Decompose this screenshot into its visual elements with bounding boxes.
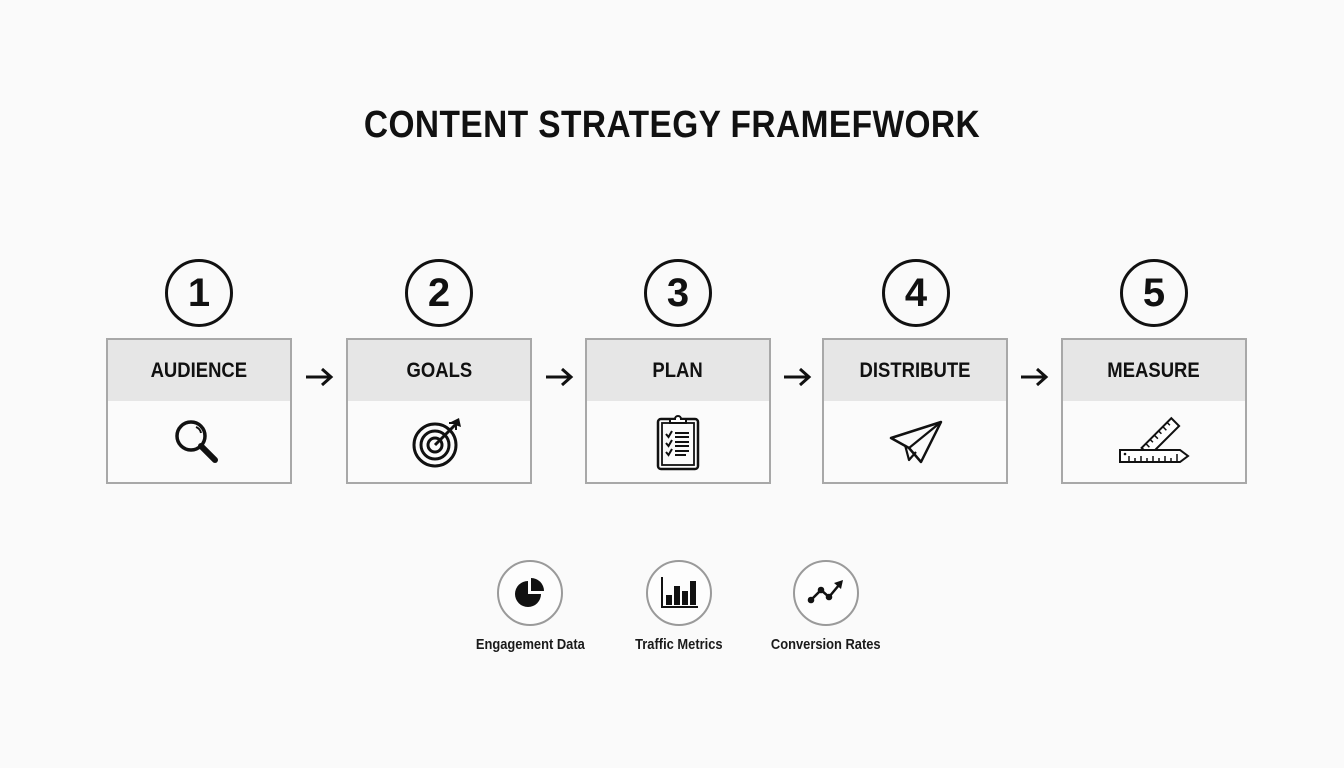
step-number-3: 3 [644, 259, 712, 327]
metric-label: Conversion Rates [771, 636, 881, 653]
step-number-5: 5 [1120, 259, 1188, 327]
metric-icon-circle [793, 560, 859, 626]
metric-label: Traffic Metrics [635, 636, 723, 653]
step-number-text: 1 [187, 270, 211, 315]
step-label: AUDIENCE [150, 358, 248, 382]
clipboard-checklist-icon [656, 414, 700, 470]
step-icon-area [824, 401, 1006, 482]
step-header: PLAN [587, 340, 769, 401]
target-icon [412, 417, 461, 467]
page-title: CONTENT STRATEGY FRAMEFWORK [363, 104, 981, 146]
metric-traffic-metrics: Traffic Metrics [599, 560, 759, 653]
step-box-distribute: DISTRIBUTE [822, 338, 1008, 484]
metric-label: Engagement Data [475, 636, 585, 653]
arrow-right-icon [543, 364, 575, 390]
line-trend-icon [807, 580, 843, 604]
pie-chart-icon [515, 578, 544, 607]
metric-engagement-data: Engagement Data [450, 560, 610, 653]
step-box-audience: AUDIENCE [106, 338, 292, 484]
arrow-right-icon [1018, 364, 1050, 390]
paper-plane-icon [889, 420, 943, 463]
arrow-right-icon [303, 364, 335, 390]
step-icon-area [1063, 401, 1245, 482]
step-label: PLAN [652, 358, 704, 382]
metric-conversion-rates: Conversion Rates [746, 560, 906, 653]
ruler-icon [1119, 416, 1190, 463]
step-box-goals: GOALS [346, 338, 532, 484]
step-box-measure: MEASURE [1061, 338, 1247, 484]
step-icon-area [108, 401, 290, 482]
arrow-right-icon [781, 364, 813, 390]
step-header: MEASURE [1063, 340, 1245, 401]
step-number-text: 3 [666, 270, 690, 315]
step-header: GOALS [348, 340, 530, 401]
metric-icon-circle [646, 560, 712, 626]
step-number-text: 4 [904, 270, 928, 315]
step-number-text: 2 [427, 270, 451, 315]
step-number-1: 1 [165, 259, 233, 327]
step-header: AUDIENCE [108, 340, 290, 401]
bar-chart-icon [661, 577, 698, 608]
step-icon-area [348, 401, 530, 482]
step-number-2: 2 [405, 259, 473, 327]
step-number-4: 4 [882, 259, 950, 327]
step-number-text: 5 [1142, 270, 1166, 315]
step-label: GOALS [406, 358, 472, 382]
magnifying-glass-icon [175, 419, 218, 463]
step-box-plan: PLAN [585, 338, 771, 484]
step-icon-area [587, 401, 769, 482]
step-label: MEASURE [1107, 358, 1201, 382]
step-label: DISTRIBUTE [859, 358, 971, 382]
step-header: DISTRIBUTE [824, 340, 1006, 401]
metric-icon-circle [497, 560, 563, 626]
